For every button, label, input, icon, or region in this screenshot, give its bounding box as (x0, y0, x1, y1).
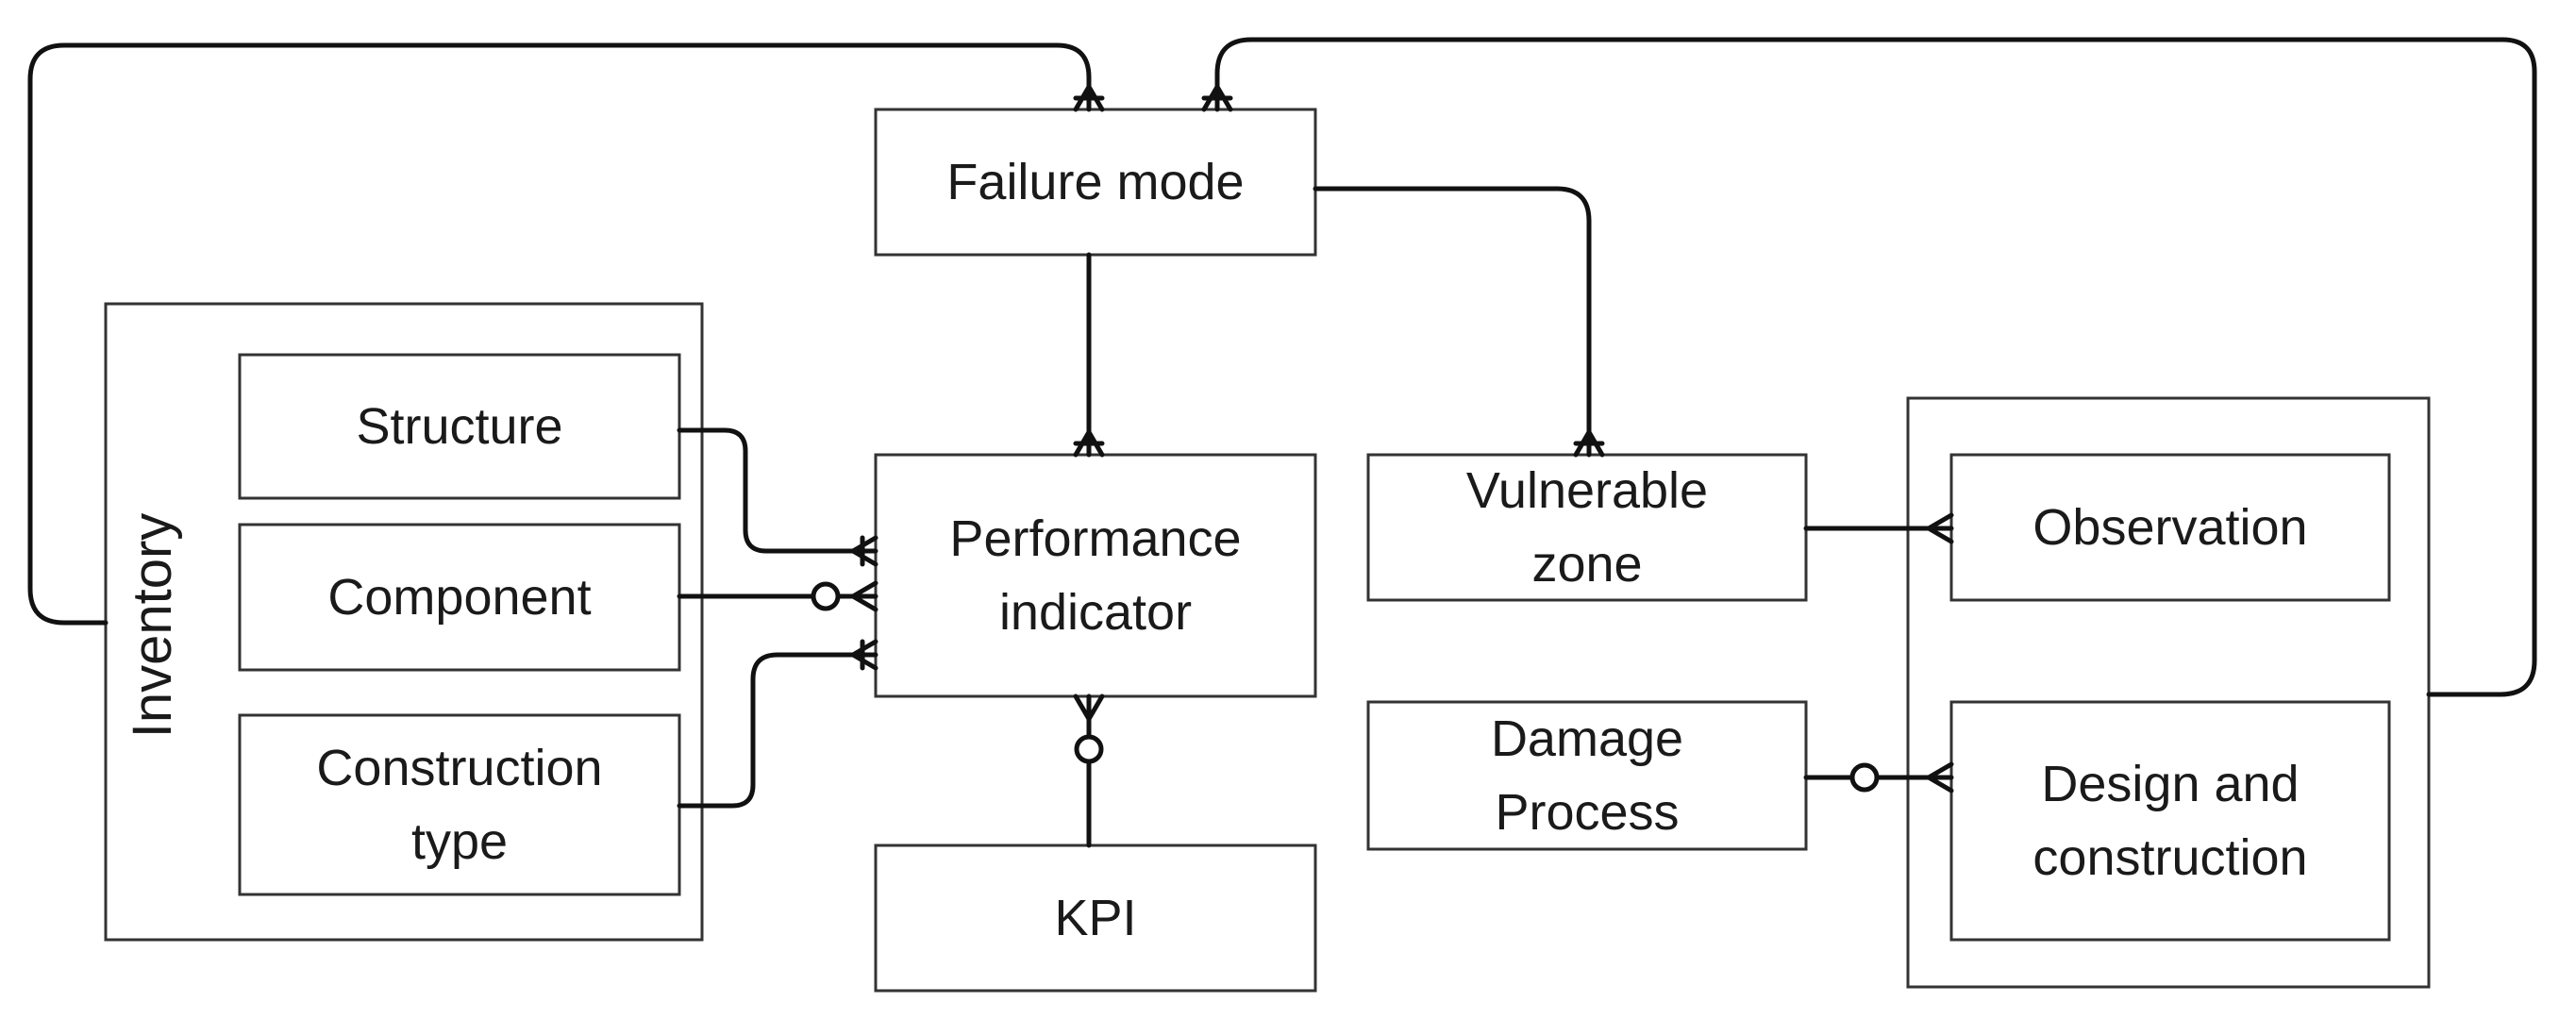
kpi-zero-circle (1074, 734, 1104, 764)
failure-mode-crowfoot-right (1201, 84, 1233, 112)
structure-to-performance-indicator-line (677, 427, 878, 554)
observation-box (1949, 453, 2391, 602)
performance-indicator-label: Performance indicator (949, 510, 1242, 641)
vulnerable-zone-label: Vulnerable zone (1465, 461, 1709, 593)
kpi-label: KPI (1054, 889, 1137, 946)
component-box (238, 523, 681, 672)
performance-indicator-box (874, 453, 1317, 698)
performance-indicator-crowfoot-top (1073, 429, 1105, 458)
structure-label: Structure (356, 397, 563, 455)
failure-mode-label: Failure mode (946, 153, 1245, 210)
design-construction-to-failure-mode-line (1214, 37, 2537, 697)
kpi-crowfoot (1073, 693, 1105, 722)
vulnerable-zone-box (1366, 453, 1808, 602)
kpi-box (874, 844, 1317, 993)
component-crowfoot (850, 580, 878, 612)
observation-label: Observation (2032, 498, 2308, 556)
vulnerable-zone-crowfoot (1573, 429, 1605, 458)
inventory-to-failure-mode-line (27, 42, 1092, 626)
inventory-group-label: Inventory (122, 512, 183, 739)
component-label: Component (327, 568, 592, 626)
design-construction-zero-circle (1849, 762, 1880, 793)
structure-box (238, 353, 681, 500)
construction-type-to-performance-indicator-line (677, 652, 878, 809)
observation-crowfoot (1926, 512, 1954, 544)
construction-type-box (238, 713, 681, 896)
failure-mode-to-vulnerable-zone-line (1313, 186, 1592, 458)
construction-type-label: Construction type (316, 739, 603, 870)
failure-mode-box (874, 108, 1317, 257)
construction-type-crowfoot (850, 639, 878, 671)
damage-process-label: Damage Process (1490, 710, 1684, 841)
design-and-construction-box (1949, 700, 2391, 942)
design-construction-crowfoot (1926, 761, 1954, 793)
structure-crowfoot (850, 535, 878, 567)
failure-mode-crowfoot-left (1073, 84, 1105, 112)
component-zero-circle (811, 581, 841, 611)
design-and-construction-label: Design and construction (2032, 755, 2308, 886)
